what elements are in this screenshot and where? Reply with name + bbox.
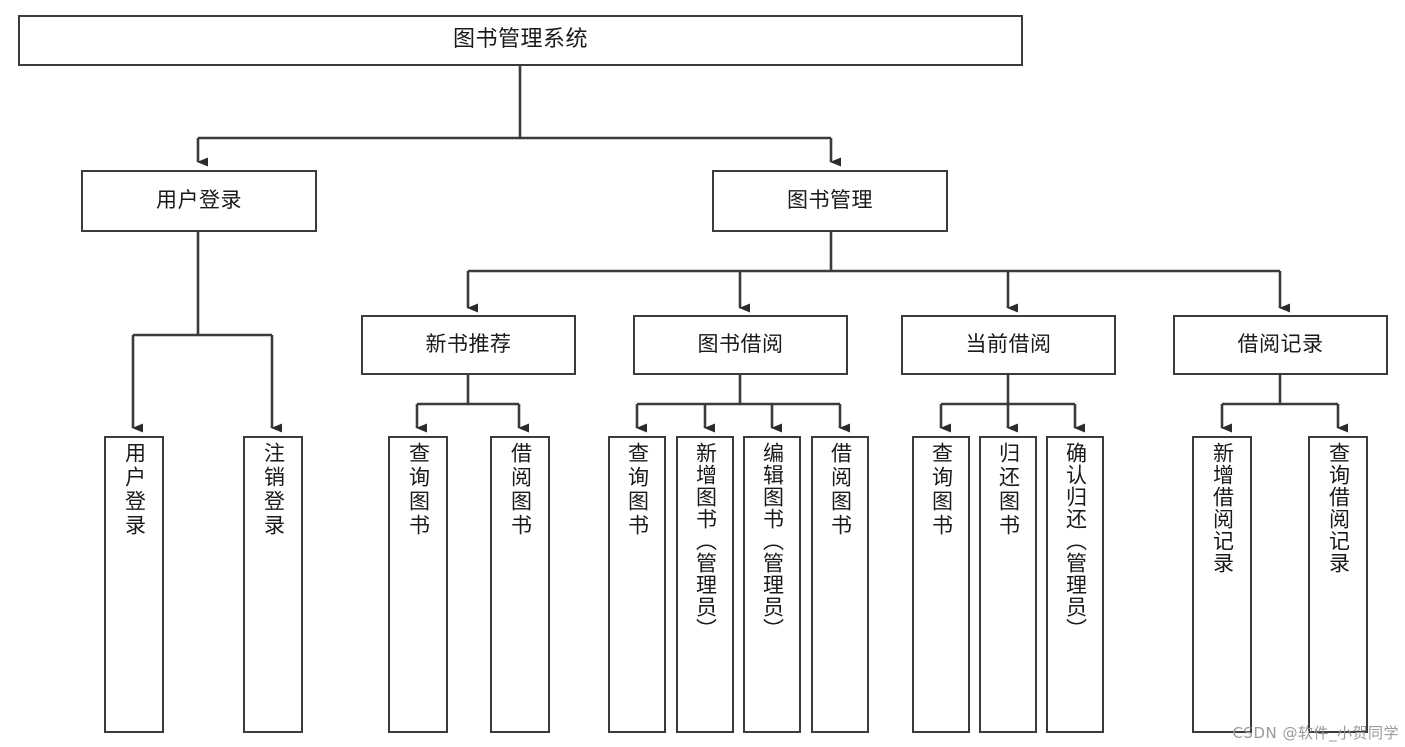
node-new-book-recommend-label: 新书推荐 xyxy=(425,332,512,357)
node-root-label: 图书管理系统 xyxy=(452,27,588,53)
node-current-borrow-label: 当前借阅 xyxy=(965,332,1052,357)
leaf-logout-label: 注销登录 xyxy=(261,442,286,538)
leaf-cb-query-book[interactable]: 查询图书 xyxy=(912,436,970,733)
node-book-borrow-label: 图书借阅 xyxy=(697,332,784,357)
leaf-bb-edit-book[interactable]: 编辑图书（管理员） xyxy=(743,436,801,733)
leaf-cb-confirm-return[interactable]: 确认归还（管理员） xyxy=(1046,436,1104,733)
node-book-borrow[interactable]: 图书借阅 xyxy=(633,315,848,375)
leaf-cb-return-book[interactable]: 归还图书 xyxy=(979,436,1037,733)
node-current-borrow[interactable]: 当前借阅 xyxy=(901,315,1116,375)
leaf-bb-query-book[interactable]: 查询图书 xyxy=(608,436,666,733)
leaf-nb-query-book[interactable]: 查询图书 xyxy=(388,436,448,733)
leaf-br-add-record[interactable]: 新增借阅记录 xyxy=(1192,436,1252,733)
leaf-nb-borrow-book-label: 借阅图书 xyxy=(508,442,533,538)
leaf-logout[interactable]: 注销登录 xyxy=(243,436,303,733)
leaf-nb-borrow-book[interactable]: 借阅图书 xyxy=(490,436,550,733)
leaf-br-add-record-label: 新增借阅记录 xyxy=(1210,442,1235,574)
leaf-bb-borrow-book-label: 借阅图书 xyxy=(828,442,853,538)
watermark: CSDN @软件_小贺同学 xyxy=(1232,724,1399,742)
leaf-cb-confirm-return-label: 确认归还（管理员） xyxy=(1063,442,1088,640)
leaf-br-query-record-label: 查询借阅记录 xyxy=(1326,442,1351,574)
node-root[interactable]: 图书管理系统 xyxy=(18,15,1023,66)
leaf-bb-query-book-label: 查询图书 xyxy=(625,442,650,538)
node-borrow-record-label: 借阅记录 xyxy=(1237,332,1324,357)
node-borrow-record[interactable]: 借阅记录 xyxy=(1173,315,1388,375)
node-user-login[interactable]: 用户登录 xyxy=(81,170,317,232)
node-new-book-recommend[interactable]: 新书推荐 xyxy=(361,315,576,375)
leaf-bb-add-book[interactable]: 新增图书（管理员） xyxy=(676,436,734,733)
node-book-manage[interactable]: 图书管理 xyxy=(712,170,948,232)
node-user-login-label: 用户登录 xyxy=(156,188,242,213)
leaf-br-query-record[interactable]: 查询借阅记录 xyxy=(1308,436,1368,733)
leaf-user-login-label: 用户登录 xyxy=(122,442,147,538)
leaf-bb-borrow-book[interactable]: 借阅图书 xyxy=(811,436,869,733)
leaf-cb-return-book-label: 归还图书 xyxy=(996,442,1021,538)
leaf-nb-query-book-label: 查询图书 xyxy=(406,442,431,538)
node-book-manage-label: 图书管理 xyxy=(787,188,873,213)
leaf-cb-query-book-label: 查询图书 xyxy=(929,442,954,538)
leaf-bb-edit-book-label: 编辑图书（管理员） xyxy=(760,442,785,640)
leaf-bb-add-book-label: 新增图书（管理员） xyxy=(693,442,718,640)
leaf-user-login[interactable]: 用户登录 xyxy=(104,436,164,733)
